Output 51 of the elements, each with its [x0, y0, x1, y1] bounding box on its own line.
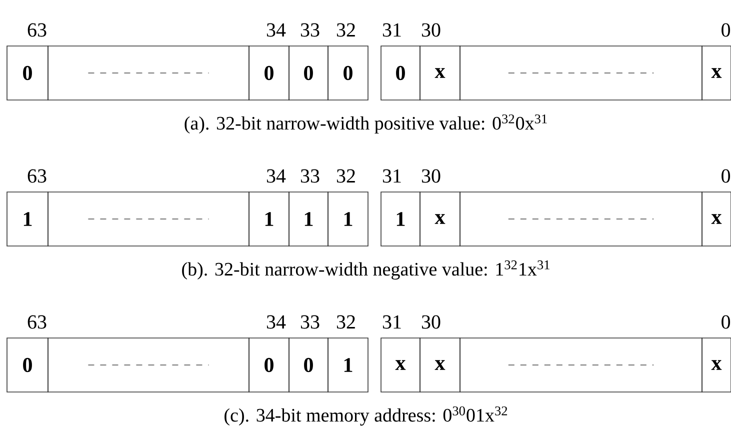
bit-number: 63: [28, 315, 46, 329]
bit-cell: 1: [328, 338, 368, 392]
bit-cell: 0: [248, 46, 290, 100]
bit-number: 0: [722, 169, 730, 183]
bit-cell: x: [702, 46, 731, 100]
bit-number: 0: [722, 23, 730, 37]
ellipsis-cell: [48, 46, 250, 100]
bit-cell: x: [702, 338, 731, 392]
bit-number: 32: [336, 315, 355, 329]
bit-cell: 0: [288, 46, 328, 100]
bit-number: 33: [300, 169, 320, 183]
bit-cell: 0: [288, 338, 328, 392]
ellipsis-cell: [460, 338, 702, 392]
bit-cell: 1: [248, 192, 290, 246]
bit-number: 33: [300, 315, 320, 329]
bit-number: 32: [336, 23, 355, 37]
ellipsis-cell: [48, 192, 250, 246]
bit-number: 31: [382, 169, 401, 183]
bit-cell: 1: [380, 192, 420, 246]
bit-cell: 0: [380, 46, 420, 100]
bit-cell: x: [702, 192, 731, 246]
caption: (a). 32-bit narrow-width positive value: 0$^{32}$0x$^{31}$: [184, 114, 547, 134]
bit-number: 30: [422, 23, 440, 37]
bit-number: 32: [336, 169, 355, 183]
bit-number: 34: [266, 23, 286, 37]
bit-cell: 0: [248, 338, 290, 392]
bit-number: 30: [422, 169, 440, 183]
ellipsis-cell: [48, 338, 250, 392]
bit-number: 63: [28, 23, 46, 37]
bit-number: 33: [300, 23, 320, 37]
bit-cell: x: [380, 338, 420, 392]
bit-cell: 0: [328, 46, 368, 100]
bit-cell: x: [420, 338, 460, 392]
bit-cell: 1: [6, 192, 48, 246]
caption: (c). 34-bit memory address: 0$^{30}$01x$^{32}$: [224, 406, 508, 426]
bit-cell: 0: [6, 46, 48, 100]
bit-cell: 1: [328, 192, 368, 246]
ellipsis-cell: [460, 46, 702, 100]
bit-number: 31: [382, 23, 401, 37]
bit-number: 31: [382, 315, 401, 329]
bit-cell: x: [420, 192, 460, 246]
caption: (b). 32-bit narrow-width negative value: 1$^{32}$1x$^{31}$: [182, 260, 550, 280]
bit-cell: x: [420, 46, 460, 100]
bit-number: 34: [266, 315, 286, 329]
bit-number: 34: [266, 169, 286, 183]
ellipsis-cell: [460, 192, 702, 246]
bit-cell: 0: [6, 338, 48, 392]
bit-number: 0: [722, 315, 730, 329]
bit-cell: 1: [288, 192, 328, 246]
bit-number: 63: [28, 169, 46, 183]
bit-number: 30: [422, 315, 440, 329]
